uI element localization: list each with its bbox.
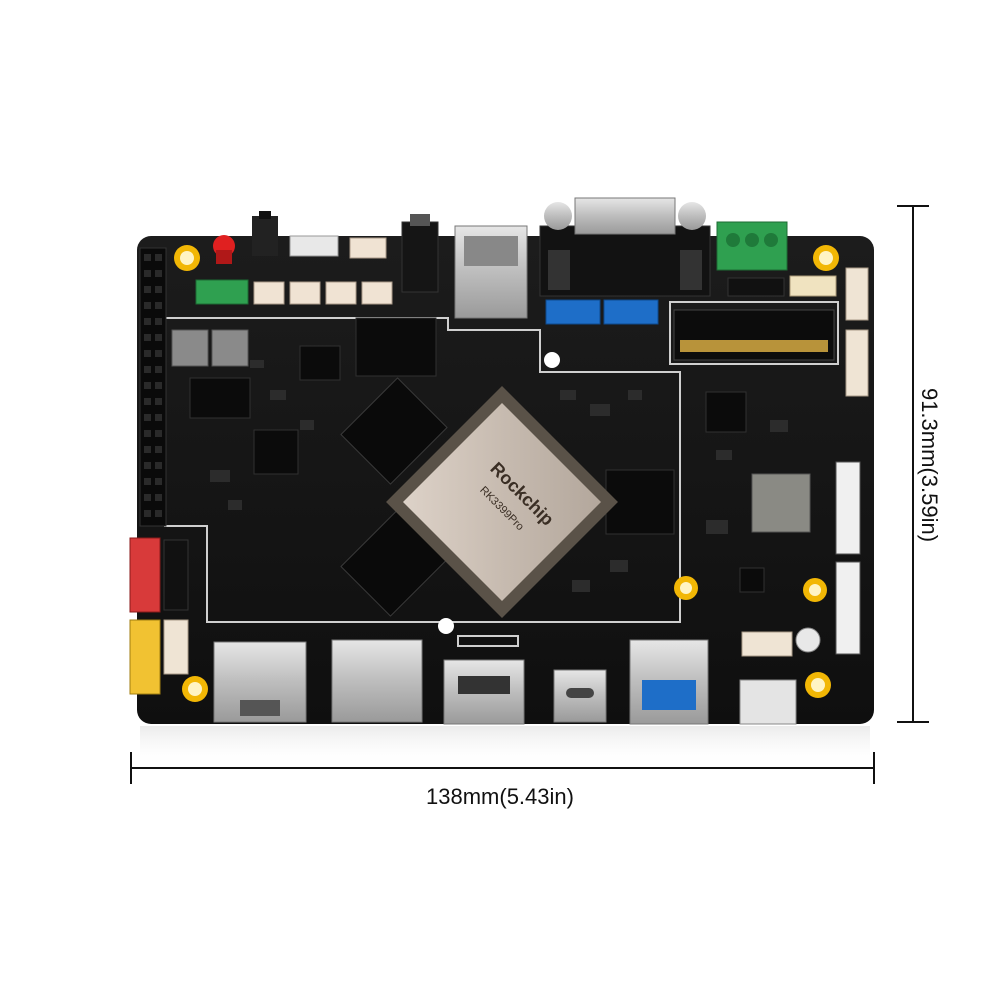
width-dimension-line bbox=[130, 752, 875, 784]
fiducial-dot bbox=[544, 352, 560, 368]
small-connectors bbox=[195, 279, 393, 305]
fpc-connectors bbox=[835, 461, 861, 655]
m2-slot bbox=[673, 309, 835, 361]
board-reflection bbox=[140, 726, 870, 766]
mounting-holes bbox=[174, 245, 839, 702]
colored-headers bbox=[129, 537, 189, 695]
top-edge-components bbox=[213, 197, 869, 397]
ram-chips bbox=[340, 377, 448, 617]
blue-headers bbox=[545, 299, 659, 325]
height-dimension-line bbox=[897, 205, 929, 723]
soc-chip: Rockchip RK3399Pro bbox=[386, 386, 618, 618]
inductors bbox=[171, 329, 249, 367]
passive-components bbox=[210, 360, 788, 592]
bottom-ports bbox=[213, 627, 821, 725]
width-dimension-label: 138mm(5.43in) bbox=[426, 784, 574, 809]
height-dimension-label: 91.3mm(3.59in) bbox=[917, 387, 942, 543]
wifi-module bbox=[751, 473, 811, 533]
fiducial-dot bbox=[438, 618, 454, 634]
silkscreen-outlines bbox=[164, 301, 839, 647]
gpio-pin-header bbox=[139, 247, 167, 527]
